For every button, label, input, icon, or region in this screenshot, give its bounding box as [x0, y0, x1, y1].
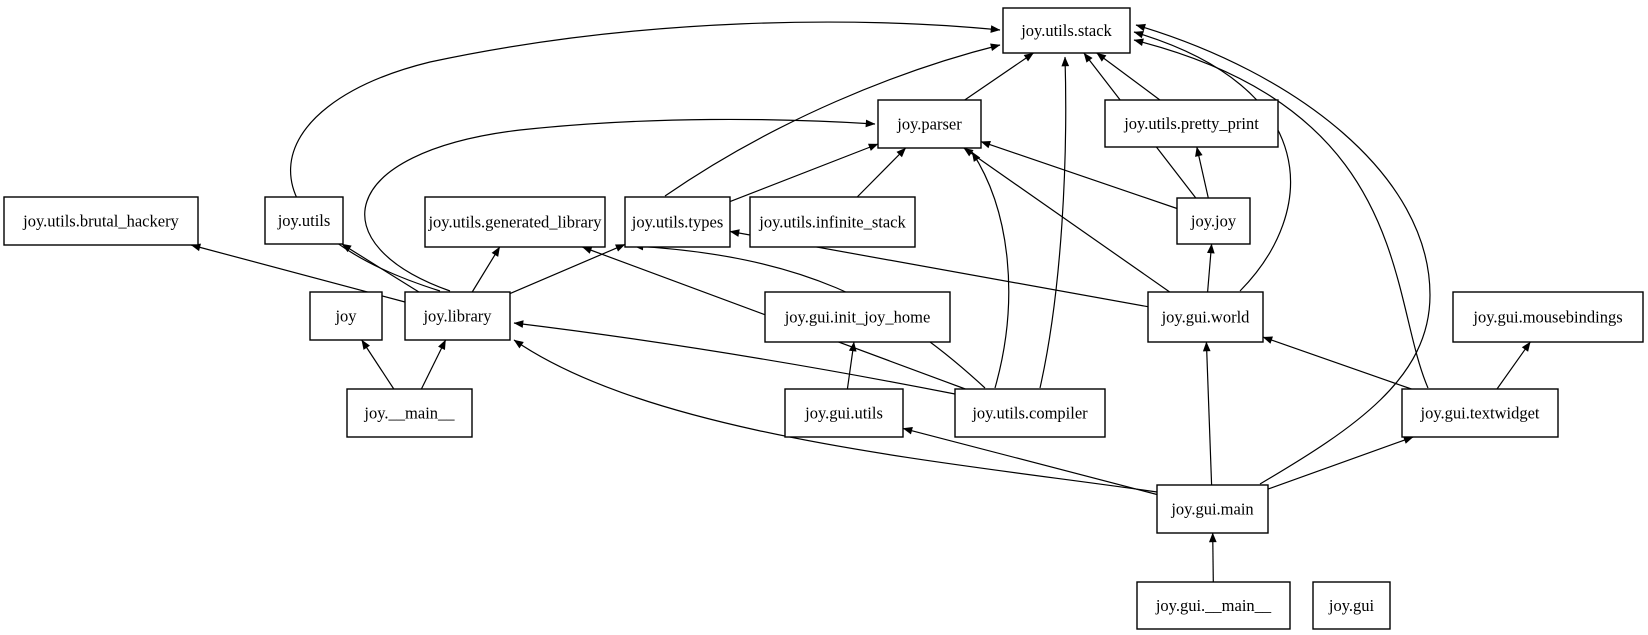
node-box [424, 196, 606, 248]
node-box [1147, 291, 1264, 343]
nodes-layer: joy.utils.stack joy.parser joy.utils.prett… [3, 7, 1644, 630]
node-box [3, 196, 199, 246]
node-joy-library: joy.library [404, 291, 511, 341]
edge-library-to-types [509, 243, 626, 295]
node-label: joy.gui.textwidget [1420, 404, 1540, 423]
node-label: joy.gui.init_joy_home [784, 308, 931, 327]
edge-world-to-parser [963, 147, 1171, 293]
node-box [1104, 99, 1279, 148]
node-box [1156, 484, 1269, 534]
node-joy-gui-world: joy.gui.world [1147, 291, 1264, 343]
edge-infstack-to-parser [856, 147, 907, 198]
edge-textwidget-to-mouse [1496, 341, 1531, 390]
edge-compiler-to-stack [1039, 56, 1070, 389]
node-label: joy.utils.compiler [971, 404, 1088, 423]
edge-guimain-to-textwidget [1267, 436, 1414, 490]
node-joy-gui-mousebindings: joy.gui.mousebindings [1452, 291, 1644, 343]
node-label: joy.gui [1328, 596, 1375, 615]
node-joy-utils-brutal-hackery: joy.utils.brutal_hackery [3, 196, 199, 246]
node-box [346, 388, 473, 438]
edge-joyjoy-to-pretty [1195, 146, 1209, 199]
node-joy-utils-infinite-stack: joy.utils.infinite_stack [749, 196, 916, 248]
node-label: joy.utils [277, 211, 331, 230]
node-joy-main-: joy.__main__ [346, 388, 473, 438]
edge-mainmod-to-library [420, 339, 447, 390]
edge-pretty-to-stack [1096, 52, 1161, 101]
node-joy-utils-generated-library: joy.utils.generated_library [424, 196, 606, 248]
node-label: joy.gui.utils [804, 404, 883, 423]
node-label: joy.utils.stack [1020, 21, 1112, 40]
node-box [309, 291, 383, 341]
node-joy-utils-stack: joy.utils.stack [1002, 7, 1131, 54]
node-box [877, 99, 982, 149]
node-box [1002, 7, 1131, 54]
node-label: joy.gui.mousebindings [1472, 308, 1622, 327]
edge-mainmod-to-joy [361, 339, 395, 390]
edge-compiler-to-library [513, 320, 956, 395]
node-label: joy.utils.brutal_hackery [22, 212, 179, 231]
node-joy-parser: joy.parser [877, 99, 982, 149]
node-label: joy.parser [896, 115, 962, 134]
node-label: joy.library [422, 307, 492, 326]
edge-world-to-stack [1133, 30, 1292, 292]
node-box [784, 388, 904, 438]
node-box [1176, 197, 1251, 245]
node-label: joy.gui.world [1161, 308, 1251, 327]
node-joy-gui-textwidget: joy.gui.textwidget [1401, 388, 1559, 438]
node-joy-utils: joy.utils [264, 196, 344, 245]
node-box [764, 291, 951, 343]
edge-library-to-parser [364, 118, 876, 292]
node-joy-gui-main: joy.gui.main [1156, 484, 1269, 534]
node-label: joy.gui.main [1170, 500, 1253, 519]
edge-guiutils-to-inithome [846, 341, 857, 390]
edge-guimain-to-guiutils [902, 427, 1158, 496]
node-box [1452, 291, 1644, 343]
node-box [404, 291, 511, 341]
node-box [624, 196, 731, 248]
edges-layer [190, 21, 1531, 583]
node-box [264, 196, 344, 245]
edge-compiler-to-types [633, 242, 986, 389]
edge-types-to-stack [664, 43, 1001, 197]
edge-parser-to-stack [964, 52, 1034, 101]
edge-world-to-joyjoy [1207, 243, 1215, 293]
node-label: joy.__main__ [363, 404, 455, 423]
edge-guimain-to-stack [1135, 23, 1431, 485]
node-box [954, 388, 1106, 438]
edge-library-to-genlib [471, 246, 501, 293]
node-label: joy.utils.infinite_stack [758, 213, 906, 232]
node-box [1401, 388, 1559, 438]
node-joy-gui-init-joy-home: joy.gui.init_joy_home [764, 291, 951, 343]
node-box [1312, 581, 1391, 630]
edge-guimain-to-world [1202, 341, 1213, 486]
node-label: joy.utils.generated_library [427, 213, 602, 232]
edge-library-to-stack [290, 21, 1001, 292]
node-label: joy.utils.types [631, 213, 724, 232]
node-label: joy.joy [1190, 212, 1237, 231]
node-joy-gui-main-: joy.gui.__main__ [1136, 581, 1291, 630]
node-label: joy [334, 307, 357, 326]
node-label: joy.gui.__main__ [1155, 596, 1272, 615]
node-joy-utils-compiler: joy.utils.compiler [954, 388, 1106, 438]
node-joy: joy [309, 291, 383, 341]
edge-types-to-parser [729, 143, 879, 203]
node-joy-utils-pretty-print: joy.utils.pretty_print [1104, 99, 1279, 148]
node-joy-gui-utils: joy.gui.utils [784, 388, 904, 438]
edge-guimainmod-to-guimain [1208, 532, 1217, 583]
node-box [749, 196, 916, 248]
node-joy-utils-types: joy.utils.types [624, 196, 731, 248]
edge-guimain-to-library [513, 339, 1158, 493]
node-label: joy.utils.pretty_print [1123, 114, 1259, 133]
edge-textwidget-to-world [1262, 336, 1412, 390]
node-box [1136, 581, 1291, 630]
edge-textwidget-to-stack [1133, 38, 1429, 389]
edge-compiler-to-parser [971, 151, 1010, 389]
node-joy-gui: joy.gui [1312, 581, 1391, 630]
node-joy-joy: joy.joy [1176, 197, 1251, 245]
edge-joyjoy-to-parser [980, 140, 1178, 210]
